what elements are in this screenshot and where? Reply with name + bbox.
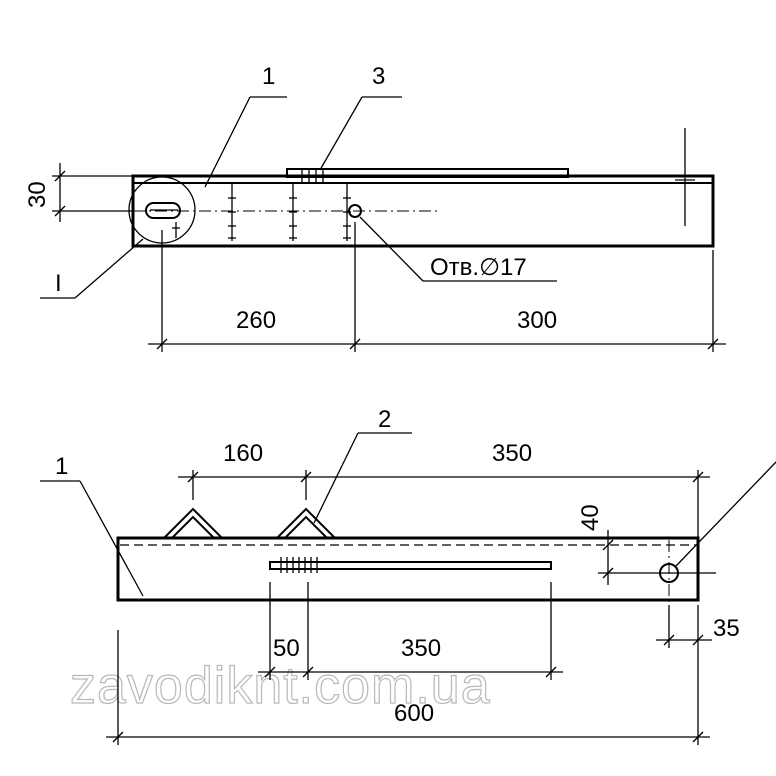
round-hole <box>348 204 362 218</box>
dimension-600 <box>106 630 710 745</box>
chevron-right <box>276 507 336 539</box>
callout-1-side <box>40 480 144 597</box>
hole-note-leader <box>359 216 557 282</box>
dimension-260-300 <box>148 222 726 352</box>
dimension-30 <box>52 163 133 222</box>
dimension-40 <box>602 530 614 585</box>
dim-260-label: 260 <box>236 307 276 334</box>
side-view: 1 2 160 350 40 <box>40 406 776 745</box>
dim-30-label: 30 <box>24 181 51 208</box>
dim-50-label: 50 <box>273 635 300 662</box>
callout-1-side-label: 1 <box>55 453 68 480</box>
callout-3 <box>319 96 402 171</box>
part-3-hatching <box>301 170 324 182</box>
callout-2-label: 2 <box>378 406 391 433</box>
dimension-160-350 <box>178 470 710 538</box>
dim-160-label: 160 <box>223 440 263 467</box>
slot-hatching <box>280 557 318 573</box>
callout-1-top-label: 1 <box>262 63 275 90</box>
long-slot <box>269 561 552 570</box>
side-bar-outline <box>116 536 700 602</box>
watermark: zavodiknt.com.ua <box>70 657 491 715</box>
dim-300-label: 300 <box>517 307 557 334</box>
dim-350-top-label: 350 <box>492 440 532 467</box>
dimension-50-350 <box>258 582 563 680</box>
dim-40-label: 40 <box>577 504 604 531</box>
dim-35-label: 35 <box>713 615 740 642</box>
callout-2 <box>313 432 412 524</box>
part-3-plate <box>286 168 569 178</box>
hole-note-label: Отв.∅17 <box>430 254 527 281</box>
callout-1-top <box>204 96 287 188</box>
detail-i-leader <box>40 238 144 299</box>
callout-3-label: 3 <box>372 63 385 90</box>
dimension-35 <box>656 605 712 648</box>
detail-i-label: I <box>55 270 62 297</box>
chevron-left <box>163 507 223 539</box>
dim-600-label: 600 <box>394 700 434 727</box>
weld-marks <box>172 183 351 241</box>
slot-hole <box>145 202 181 219</box>
top-view: 30 1 3 I Отв.∅17 <box>24 63 726 352</box>
end-hole-leader <box>675 461 776 567</box>
dim-350-bottom-label: 350 <box>401 635 441 662</box>
